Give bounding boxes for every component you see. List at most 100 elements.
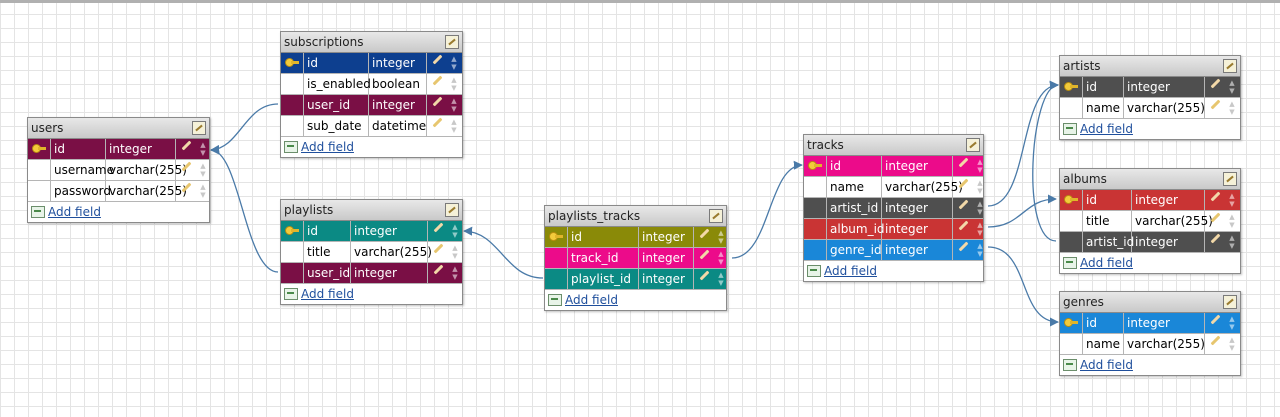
edit-field-icon[interactable] [432,75,443,86]
reorder-arrows-icon[interactable]: ▲▼ [200,162,206,178]
table-title-bar[interactable]: artists [1060,56,1240,77]
add-field-icon[interactable] [1063,257,1077,269]
reorder-arrows-icon[interactable]: ▲▼ [1229,213,1235,229]
reorder-arrows-icon[interactable]: ▲▼ [977,242,983,258]
reorder-arrows-icon[interactable]: ▲▼ [452,244,458,260]
edit-field-icon[interactable] [958,241,969,252]
add-field-link[interactable]: Add field [1080,358,1133,372]
edit-table-icon[interactable] [192,121,206,135]
table-title-bar[interactable]: playlists_tracks [545,206,726,227]
table-title-bar[interactable]: playlists [281,200,462,221]
table-title-bar[interactable]: albums [1060,169,1240,190]
edit-table-icon[interactable] [1223,295,1237,309]
table-title-bar[interactable]: tracks [804,135,983,156]
add-field-link[interactable]: Add field [824,264,877,278]
table-title-bar[interactable]: subscriptions [281,32,462,53]
table-title-bar[interactable]: users [28,118,209,139]
add-field-link[interactable]: Add field [565,293,618,307]
add-field-icon[interactable] [31,206,45,218]
edit-field-icon[interactable] [958,220,969,231]
edit-field-icon[interactable] [1210,99,1221,110]
edit-field-icon[interactable] [699,249,710,260]
add-field-icon[interactable] [1063,123,1077,135]
reorder-arrows-icon[interactable]: ▲▼ [718,250,724,266]
edit-table-icon[interactable] [966,138,980,152]
reorder-arrows-icon[interactable]: ▲▼ [977,179,983,195]
add-field-link[interactable]: Add field [48,205,101,219]
edit-field-icon[interactable] [432,96,443,107]
add-field-link[interactable]: Add field [1080,122,1133,136]
edit-field-icon[interactable] [699,270,710,281]
edit-table-icon[interactable] [709,209,723,223]
edit-field-icon[interactable] [181,161,192,172]
add-field-link[interactable]: Add field [1080,256,1133,270]
edit-field-icon[interactable] [433,222,444,233]
add-field-icon[interactable] [548,294,562,306]
add-field-icon[interactable] [284,141,298,153]
reorder-arrows-icon[interactable]: ▲▼ [1229,79,1235,95]
reorder-arrows-icon[interactable]: ▲▼ [977,221,983,237]
edit-field-icon[interactable] [958,157,969,168]
table-title-bar[interactable]: genres [1060,292,1240,313]
edit-field-icon[interactable] [433,264,444,275]
reorder-arrows-icon[interactable]: ▲▼ [452,223,458,239]
reorder-arrows-icon[interactable]: ▲▼ [977,158,983,174]
reorder-arrows-icon[interactable]: ▲▼ [1229,315,1235,331]
reorder-arrows-icon[interactable]: ▲▼ [451,97,457,113]
edit-field-icon[interactable] [699,228,710,239]
reorder-arrows-icon[interactable]: ▲▼ [1229,234,1235,250]
reorder-arrows-icon[interactable]: ▲▼ [200,141,206,157]
reorder-arrows-icon[interactable]: ▲▼ [200,183,206,199]
add-field-icon[interactable] [1063,359,1077,371]
add-field-icon[interactable] [284,288,298,300]
edit-field-icon[interactable] [958,178,969,189]
edit-field-icon[interactable] [1210,191,1221,202]
add-field-link[interactable]: Add field [301,140,354,154]
edit-table-icon[interactable] [1223,59,1237,73]
edit-table-icon[interactable] [445,35,459,49]
edit-table-icon[interactable] [1223,172,1237,186]
reorder-arrows-icon[interactable]: ▲▼ [452,265,458,281]
edit-field-icon[interactable] [1210,212,1221,223]
reorder-arrows-icon[interactable]: ▲▼ [451,118,457,134]
edit-field-icon[interactable] [1210,314,1221,325]
edit-field-icon[interactable] [1210,78,1221,89]
edit-field-icon[interactable] [432,117,443,128]
edit-field-icon[interactable] [433,243,444,254]
reorder-arrows-icon[interactable]: ▲▼ [451,76,457,92]
edit-field-icon[interactable] [1210,233,1221,244]
reorder-arrows-icon[interactable]: ▲▼ [1229,336,1235,352]
reorder-arrows-icon[interactable]: ▲▼ [977,200,983,216]
edit-field-icon[interactable] [181,182,192,193]
edit-field-icon[interactable] [1210,335,1221,346]
reorder-arrows-icon[interactable]: ▲▼ [1229,192,1235,208]
